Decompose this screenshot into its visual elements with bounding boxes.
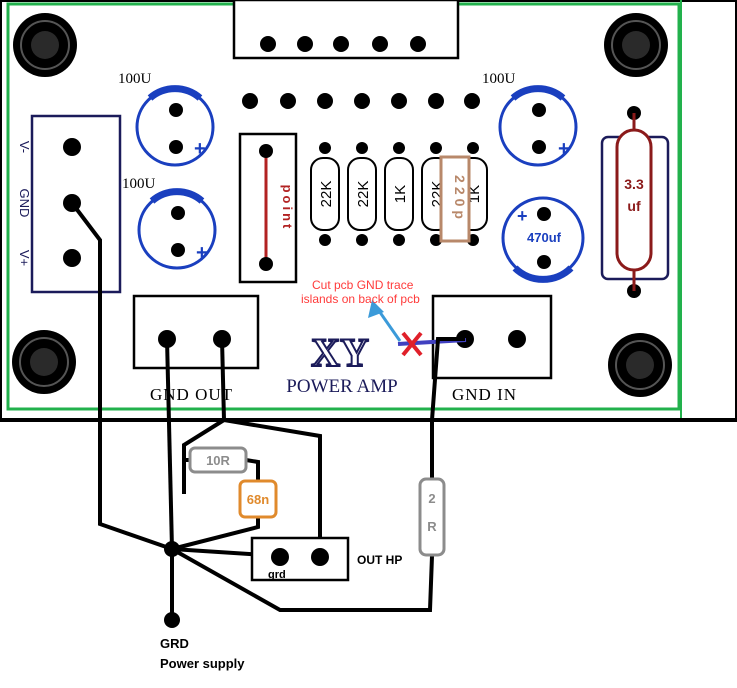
terminal-label-vplus: V+ xyxy=(17,250,32,266)
power-terminal xyxy=(30,114,122,294)
mounting-hole-top-right xyxy=(604,13,668,77)
external-wiring xyxy=(70,201,465,620)
psu-label-line2: Power supply xyxy=(160,656,245,671)
arrow-head xyxy=(368,300,384,318)
resistor-2r-label-1: 2 xyxy=(428,491,435,506)
cap-left-top-label: 100U xyxy=(118,71,152,87)
cap-left-bottom-plus: + xyxy=(196,242,208,264)
resistor-2r xyxy=(418,477,446,557)
cap-right-top-plus: + xyxy=(558,138,570,160)
cap-left-top: + xyxy=(135,85,215,167)
arrow-shaft xyxy=(375,307,402,342)
terminal-label-gnd: GND xyxy=(17,189,32,218)
cap-left-top-plus: + xyxy=(194,138,206,160)
cap-220p-label: 220p xyxy=(452,175,468,223)
psu-ground-node xyxy=(164,612,180,628)
wire-zobel-bottom xyxy=(171,517,260,551)
cap-3-3uf xyxy=(600,106,670,298)
board-resistor-1-label: 22K xyxy=(318,181,335,208)
cap-3-3uf-label-1: 3.3 xyxy=(624,176,644,192)
jumper-point xyxy=(238,132,298,284)
cap-68n xyxy=(238,479,278,519)
cap-220p xyxy=(439,155,471,243)
cap-3-3uf-label-2: uf xyxy=(627,198,641,214)
cut-note-line1: Cut pcb GND trace xyxy=(312,278,414,292)
out-hp-grd-label: grd xyxy=(268,569,286,581)
cap-right-bottom-label: 470uf xyxy=(527,230,562,245)
cut-mark xyxy=(401,331,423,357)
mounting-hole-top-left xyxy=(13,13,77,77)
board-resistor-3-label: 1K xyxy=(392,185,409,203)
cap-right-bottom: + xyxy=(501,196,585,283)
cap-right-top-label: 100U xyxy=(482,71,516,87)
resistor-2r-label-2: R xyxy=(427,519,437,534)
wire-out-signal xyxy=(220,338,226,421)
cap-68n-label: 68n xyxy=(247,492,269,507)
cap-right-top: + xyxy=(498,85,578,167)
input-terminal-label: GND IN xyxy=(452,385,517,404)
resistor-10r xyxy=(188,446,248,474)
terminal-label-vminus: V- xyxy=(17,141,32,153)
out-hp-label: OUT HP xyxy=(357,553,402,567)
mounting-hole-bottom-left xyxy=(12,330,76,394)
cut-note-line2: islands on back of pcb xyxy=(301,292,420,306)
jumper-label: point xyxy=(280,185,295,232)
pcb-board: V- GND V+ + 100U + 100U point xyxy=(0,0,737,422)
star-ground-node xyxy=(164,541,180,557)
wire-star-to-2r xyxy=(171,547,434,612)
top-ic-header xyxy=(232,0,460,60)
pad-row xyxy=(242,93,480,109)
board-resistor-2 xyxy=(347,142,377,246)
output-terminal-label: GND OUT xyxy=(150,385,233,404)
wire-psu-gnd xyxy=(70,201,173,551)
wire-out-gnd xyxy=(165,338,174,550)
cap-left-bottom: + xyxy=(137,188,217,270)
board-title: POWER AMP xyxy=(286,376,397,397)
mounting-hole-bottom-right xyxy=(608,333,672,397)
output-terminal xyxy=(132,294,260,370)
out-hp-connector xyxy=(250,536,350,582)
resistor-10r-label: 10R xyxy=(206,453,230,468)
board-resistor-3 xyxy=(384,142,414,246)
wire-out-split-right xyxy=(223,418,322,556)
wire-2r-to-input xyxy=(430,337,465,480)
psu-label-line1: GRD xyxy=(160,636,189,651)
cap-left-bottom-label: 100U xyxy=(122,176,156,192)
wire-out-split-left xyxy=(182,418,226,494)
board-resistor-1 xyxy=(310,142,340,246)
board-resistor-2-label: 22K xyxy=(355,181,372,208)
board-logo: XY xyxy=(311,330,369,375)
cap-right-bottom-plus: + xyxy=(517,206,528,226)
wire-zobel-mid xyxy=(245,458,260,485)
